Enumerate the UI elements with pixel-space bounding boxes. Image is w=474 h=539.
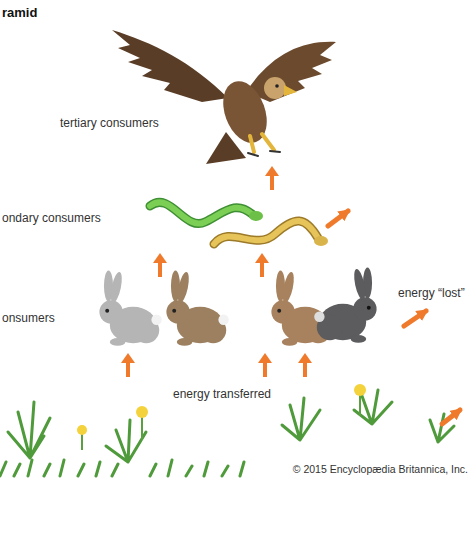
energy-lost-label: energy “lost” xyxy=(398,286,465,300)
rabbit-dark-part xyxy=(353,297,376,320)
energy-arrow xyxy=(258,353,272,377)
energy-arrow xyxy=(153,253,167,277)
rabbit-dark-part xyxy=(351,335,367,343)
rabbit-dark-part xyxy=(367,306,371,310)
rabbit-grey xyxy=(99,270,161,345)
rabbit-brown-part xyxy=(277,309,281,313)
arrow-head xyxy=(121,353,135,363)
energy-lost-arrows-part xyxy=(328,211,348,226)
rabbit-grey-part xyxy=(109,271,124,303)
band-fill xyxy=(47,265,427,365)
level-label: tertiary consumers xyxy=(60,116,159,130)
eagle-part xyxy=(284,85,297,96)
grass-tufts-part xyxy=(282,398,320,440)
band-fill xyxy=(106,178,368,265)
primary-band: onsumers xyxy=(47,265,427,365)
label-slot: ramid xyxy=(2,3,37,21)
band-fill xyxy=(0,365,474,480)
rabbit-dark-part xyxy=(314,312,324,322)
eagle-part xyxy=(248,151,280,156)
band-shape xyxy=(106,178,368,265)
dandelions-part xyxy=(77,425,87,435)
tertiary-band: tertiary consumers xyxy=(157,42,317,178)
label-slot: energy “lost” xyxy=(398,283,465,301)
energy-lost-arrows xyxy=(328,211,460,424)
energy-arrow xyxy=(298,353,312,377)
rabbit-grey-part xyxy=(105,309,109,313)
rabbit-brown-part xyxy=(271,300,294,323)
rabbit-grey-part xyxy=(110,338,126,346)
energy-arrow xyxy=(265,166,279,190)
snake-green xyxy=(150,202,263,223)
rabbit-brown-part xyxy=(281,271,296,303)
snake-green-part xyxy=(150,202,252,223)
eagle-part xyxy=(250,134,274,152)
arrow-shaft xyxy=(126,361,130,377)
grass-tufts-part xyxy=(106,420,146,462)
grass-tufts-part xyxy=(0,460,244,476)
producer-band: energy transferred xyxy=(0,365,474,480)
arrow-head xyxy=(255,253,269,263)
level-label: onsumers xyxy=(2,311,55,325)
energy-arrow xyxy=(121,353,135,377)
rabbit-brown-part xyxy=(282,338,298,346)
snake-green-part xyxy=(150,202,252,223)
diagram-title: ramid xyxy=(2,5,37,20)
arrow-shaft xyxy=(303,361,307,377)
band-shape xyxy=(47,265,427,365)
snake-yellow xyxy=(214,221,328,246)
eagle-part xyxy=(275,84,279,88)
eagle xyxy=(112,30,336,164)
arrow-shaft xyxy=(158,261,162,277)
energy-lost-arrows-part xyxy=(442,410,460,424)
band-shape xyxy=(157,42,317,178)
eagle-part xyxy=(112,30,228,102)
rabbit-brown-part xyxy=(176,271,191,303)
eagle-part xyxy=(246,42,336,102)
band-shape xyxy=(0,365,474,480)
arrow-head xyxy=(153,253,167,263)
dandelions xyxy=(77,384,366,450)
rabbit-brown xyxy=(166,270,228,345)
snake-yellow-part xyxy=(214,221,318,244)
arrow-shaft xyxy=(270,174,274,190)
energy-lost-arrows-part xyxy=(404,311,426,326)
band-fill xyxy=(157,42,317,178)
label-slot: tertiary consumers xyxy=(60,113,159,131)
rabbit-brown-part xyxy=(172,309,176,313)
rabbit-brown-part xyxy=(166,300,189,323)
label-slot: © 2015 Encyclopædia Britannica, Inc. xyxy=(293,459,468,477)
snake-green-part xyxy=(249,211,263,221)
grass-tufts-part xyxy=(8,402,50,458)
energy-arrow xyxy=(255,253,269,277)
dandelions-part xyxy=(354,384,366,396)
label-slot: energy transferred xyxy=(173,384,271,402)
rabbit-brown-part xyxy=(218,315,228,325)
arrow-head xyxy=(298,353,312,363)
rabbit-brown-part xyxy=(177,338,193,346)
label-slot: ondary consumers xyxy=(2,208,101,226)
level-label: energy transferred xyxy=(173,387,271,401)
snake-yellow-part xyxy=(314,236,328,246)
rabbit-dark xyxy=(314,267,376,342)
arrow-shaft xyxy=(263,361,267,377)
secondary-band: ondary consumers xyxy=(106,178,368,265)
rabbit-grey-part xyxy=(99,300,122,323)
label-slot: onsumers xyxy=(2,308,55,326)
arrow-shaft xyxy=(260,261,264,277)
rabbit-grey-part xyxy=(151,315,161,325)
snake-yellow-part xyxy=(214,221,318,244)
copyright-note: © 2015 Encyclopædia Britannica, Inc. xyxy=(293,463,468,475)
arrow-head xyxy=(258,353,272,363)
eagle-part xyxy=(264,77,286,99)
level-label: ondary consumers xyxy=(2,211,101,225)
dandelions-part xyxy=(136,406,148,418)
arrow-head xyxy=(265,166,279,176)
rabbit-dark-part xyxy=(352,268,367,300)
